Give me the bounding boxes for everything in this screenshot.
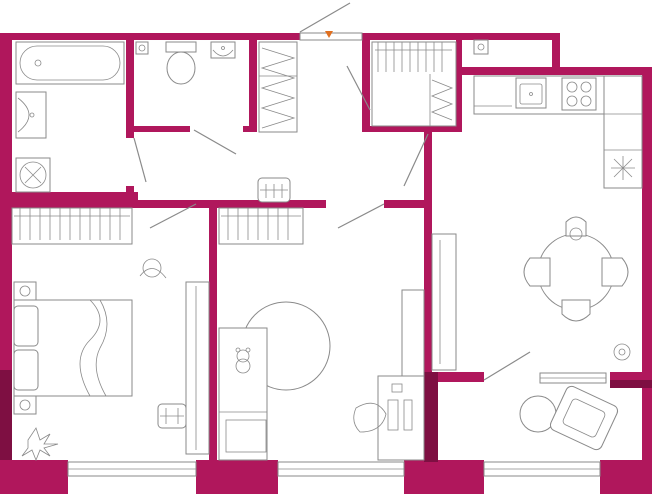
wardrobe-icon bbox=[258, 41, 298, 133]
walls bbox=[0, 33, 652, 494]
kitchen bbox=[473, 75, 643, 361]
bathroom bbox=[15, 41, 125, 193]
doors bbox=[133, 2, 531, 381]
bathtub-icon bbox=[15, 41, 125, 85]
entrance-arrow-icon bbox=[325, 31, 333, 38]
sink-icon bbox=[15, 91, 47, 139]
washing-machine-icon bbox=[15, 157, 51, 193]
double-bed-icon bbox=[13, 281, 133, 415]
wardrobe-icon-bedroom bbox=[11, 207, 133, 245]
kids-room bbox=[218, 207, 425, 461]
plant-icon bbox=[613, 343, 631, 361]
desk-icon bbox=[353, 375, 425, 461]
bedroom bbox=[11, 207, 210, 462]
armchair-icon bbox=[549, 385, 619, 451]
chair-icon bbox=[523, 216, 629, 322]
person-icon bbox=[139, 258, 167, 279]
windows bbox=[67, 32, 607, 477]
dressing-room bbox=[371, 39, 489, 127]
teddy-bear-icon bbox=[235, 347, 251, 374]
toilet-icon bbox=[165, 41, 197, 85]
plant-icon-bedroom bbox=[21, 427, 59, 462]
wc bbox=[135, 41, 236, 85]
kitchen-sink-icon bbox=[515, 77, 547, 109]
sink-icon-wc bbox=[210, 41, 236, 59]
stove-icon bbox=[561, 77, 597, 111]
wardrobe-icon-kids bbox=[218, 207, 304, 245]
living-room bbox=[431, 233, 619, 451]
corridor bbox=[257, 177, 291, 203]
fridge-icon bbox=[611, 156, 635, 180]
toy-box-icon bbox=[157, 403, 187, 429]
